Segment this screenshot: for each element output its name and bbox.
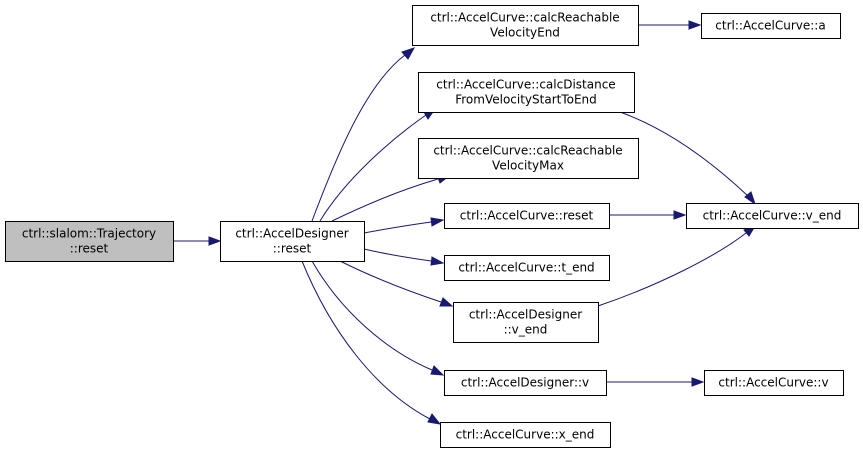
node-curve-reset[interactable]: ctrl::AccelCurve::reset: [444, 203, 610, 229]
node-label-calc-reachable-velocity-end-line-1: ctrl::AccelCurve::calcReachable: [430, 11, 619, 25]
node-label-designer-v-end-line-1: ctrl::AccelDesigner: [469, 308, 582, 322]
node-box-curve-x-end: [440, 422, 611, 448]
arrowhead-calc-reachable-velocity-end: [401, 47, 416, 60]
node-label-curve-v-line-1: ctrl::AccelCurve::v: [718, 376, 828, 390]
node-box-curve-a: [701, 13, 841, 39]
node-curve-v[interactable]: ctrl::AccelCurve::v: [704, 370, 844, 396]
node-curve-x-end[interactable]: ctrl::AccelCurve::x_end: [440, 422, 611, 448]
arrowhead-curve-reset: [430, 217, 445, 227]
node-curve-a[interactable]: ctrl::AccelCurve::a: [701, 13, 841, 39]
node-calc-reachable-velocity-end[interactable]: ctrl::AccelCurve::calcReachableVelocityE…: [412, 5, 639, 46]
arrowhead-curve-t-end: [430, 256, 445, 266]
node-box-curve-reset: [444, 203, 610, 229]
node-label-trajectory-reset-line-2: ::reset: [70, 242, 109, 256]
node-label-designer-reset-line-1: ctrl::AccelDesigner: [235, 227, 348, 241]
edge-designer-reset-to-calc-reachable-velocity-max: [331, 178, 439, 222]
edge-designer-reset-to-calc-distance: [319, 114, 427, 222]
node-box-curve-v: [704, 370, 844, 396]
edge-designer-v-end-to-curve-v-end: [597, 232, 747, 307]
node-box-calc-reachable-velocity-max: [418, 138, 639, 179]
edges-layer: [173, 20, 757, 425]
arrowhead-curve-v-end-from-curve-reset: [673, 210, 687, 220]
node-calc-distance[interactable]: ctrl::AccelCurve::calcDistanceFromVeloci…: [418, 72, 635, 113]
node-label-calc-reachable-velocity-max-line-2: VelocityMax: [492, 159, 564, 173]
node-box-calc-reachable-velocity-end: [412, 5, 639, 46]
node-trajectory-reset[interactable]: ctrl::slalom::Trajectory::reset: [5, 221, 174, 262]
node-box-curve-v-end: [686, 203, 859, 229]
node-designer-reset[interactable]: ctrl::AccelDesigner::reset: [220, 221, 365, 262]
node-label-curve-t-end-line-1: ctrl::AccelCurve::t_end: [458, 261, 594, 275]
edge-designer-reset-to-curve-x-end: [301, 260, 431, 420]
node-label-curve-reset-line-1: ctrl::AccelCurve::reset: [460, 209, 594, 223]
edge-designer-reset-to-calc-reachable-velocity-end: [311, 54, 406, 222]
arrowhead-designer-v-end: [439, 297, 454, 307]
arrowhead-curve-v: [691, 377, 705, 387]
node-label-calc-reachable-velocity-max-line-1: ctrl::AccelCurve::calcReachable: [433, 144, 622, 158]
arrowhead-curve-v-end-from-calc-distance: [744, 191, 756, 206]
arrowhead-designer-reset: [208, 236, 222, 246]
edge-designer-reset-to-designer-v-end: [339, 260, 442, 303]
node-label-curve-v-end-line-1: ctrl::AccelCurve::v_end: [703, 209, 842, 223]
node-box-calc-distance: [418, 72, 635, 113]
node-label-calc-distance-line-1: ctrl::AccelCurve::calcDistance: [436, 78, 615, 92]
edge-designer-reset-to-designer-v: [311, 260, 433, 371]
node-designer-v[interactable]: ctrl::AccelDesigner::v: [444, 370, 607, 396]
node-curve-v-end[interactable]: ctrl::AccelCurve::v_end: [686, 203, 859, 229]
nodes-layer: ctrl::slalom::Trajectory::resetctrl::Acc…: [5, 5, 859, 448]
arrowhead-curve-a: [688, 20, 702, 30]
arrowhead-designer-v: [430, 365, 445, 376]
arrowhead-curve-x-end: [427, 413, 442, 425]
node-label-trajectory-reset-line-1: ctrl::slalom::Trajectory: [22, 227, 156, 241]
node-designer-v-end[interactable]: ctrl::AccelDesigner::v_end: [453, 302, 599, 343]
node-label-calc-distance-line-2: FromVelocityStartToEnd: [455, 93, 597, 107]
node-label-calc-reachable-velocity-end-line-2: VelocityEnd: [490, 26, 560, 40]
edge-calc-distance-to-curve-v-end: [619, 111, 749, 197]
node-label-designer-v-end-line-2: ::v_end: [504, 323, 548, 337]
node-box-curve-t-end: [444, 255, 610, 281]
node-box-designer-v: [444, 370, 607, 396]
node-label-curve-a-line-1: ctrl::AccelCurve::a: [715, 19, 825, 33]
node-calc-reachable-velocity-max[interactable]: ctrl::AccelCurve::calcReachableVelocityM…: [418, 138, 639, 179]
node-label-designer-v-line-1: ctrl::AccelDesigner::v: [461, 376, 589, 390]
node-box-trajectory-reset: [5, 221, 174, 262]
node-box-designer-reset: [220, 221, 365, 262]
node-box-designer-v-end: [453, 302, 599, 343]
edge-designer-reset-to-curve-t-end: [363, 248, 432, 262]
node-curve-t-end[interactable]: ctrl::AccelCurve::t_end: [444, 255, 610, 281]
edge-designer-reset-to-curve-reset: [363, 221, 432, 234]
node-label-curve-x-end-line-1: ctrl::AccelCurve::x_end: [456, 428, 595, 442]
node-label-designer-reset-line-2: ::reset: [273, 242, 312, 256]
